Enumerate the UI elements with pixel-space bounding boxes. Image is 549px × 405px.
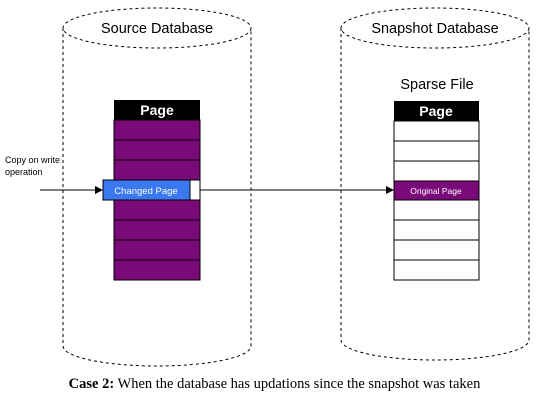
- caption-text: When the database has updations since th…: [114, 376, 481, 392]
- copy-on-write-label: Copy on write: [5, 155, 60, 165]
- snapshot-page-header: [394, 101, 479, 121]
- changed-page-label: Changed Page: [114, 186, 177, 197]
- figure-caption: Case 2: When the database has updations …: [0, 376, 549, 393]
- snapshot-page-header-label: Page: [419, 103, 453, 119]
- copy-on-write-annotation: Copy on write operation: [5, 155, 103, 194]
- source-page-header: [114, 100, 200, 120]
- changed-page-block: [102, 179, 191, 201]
- original-page-block: [393, 180, 480, 201]
- source-page-header-label: Page: [140, 102, 174, 118]
- caption-label: Case 2:: [68, 376, 115, 392]
- source-database-cylinder: Source Database: [62, 7, 252, 367]
- source-page-stack: Page Changed Page: [102, 100, 201, 281]
- snapshot-database-cylinder: Snapshot Database Sparse File: [340, 7, 530, 361]
- snapshot-database-title: Snapshot Database: [371, 21, 498, 37]
- sparse-file-label: Sparse File: [400, 77, 473, 93]
- source-database-title: Source Database: [101, 21, 213, 37]
- snapshot-page-stack: Page Original Page: [393, 101, 480, 281]
- copy-on-write-label-line2: operation: [5, 167, 43, 177]
- original-page-label: Original Page: [410, 186, 462, 196]
